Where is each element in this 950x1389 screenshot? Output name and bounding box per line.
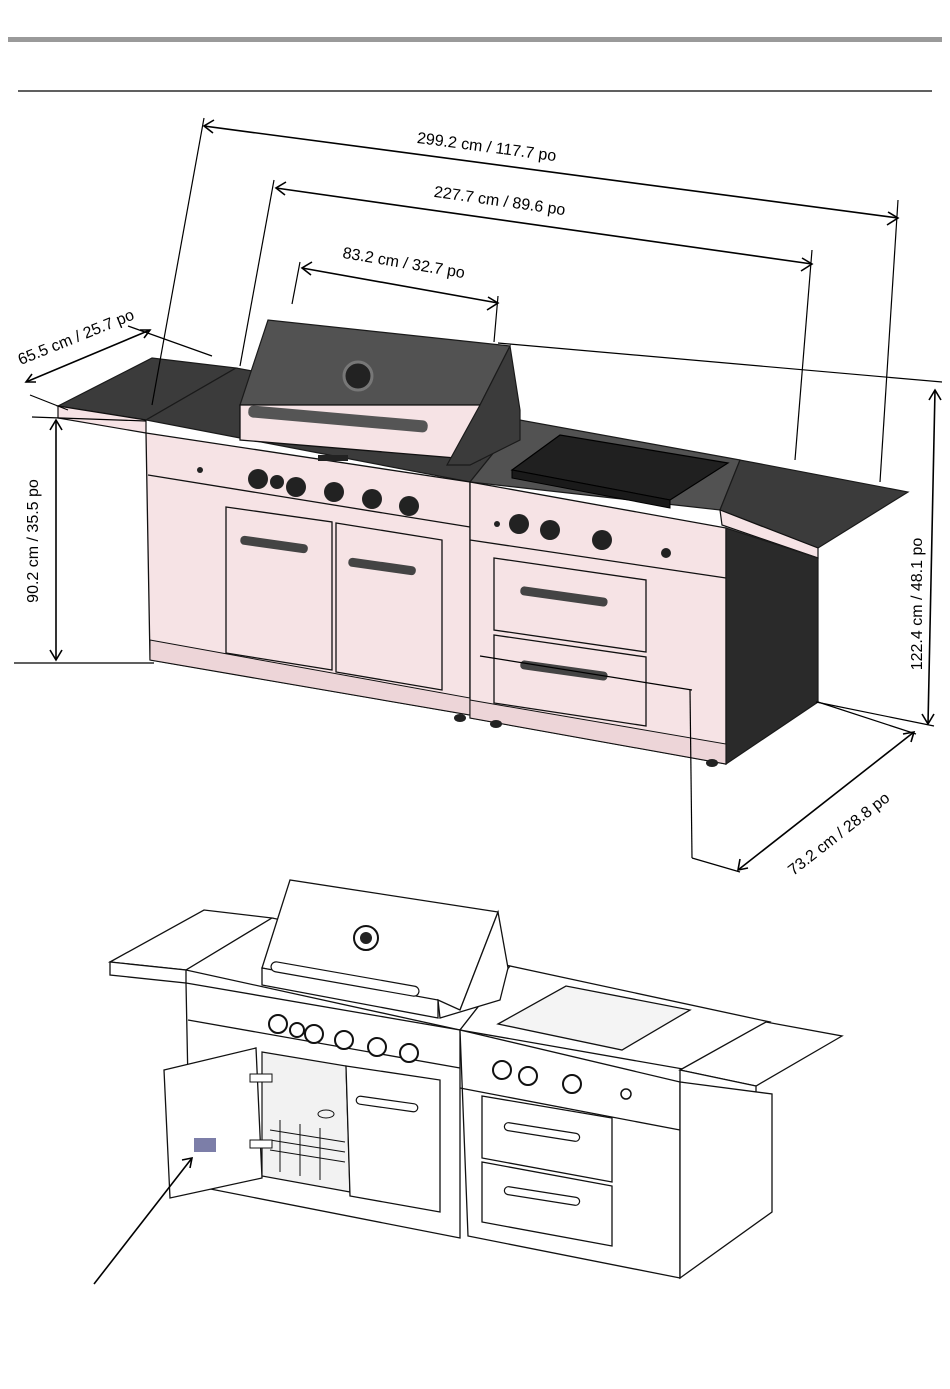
knob[interactable] [362, 489, 382, 509]
grill-hood [240, 320, 520, 465]
igniter-button[interactable] [197, 467, 203, 473]
grill-island-open-door-figure [94, 880, 842, 1284]
thermometer-gauge [344, 362, 372, 390]
left-cabinet-door-2[interactable] [336, 523, 442, 690]
side-burner-knob[interactable] [592, 530, 612, 550]
side-burner-knob[interactable] [540, 520, 560, 540]
cabinet-width-label: 227.7 cm / 89.6 po [433, 184, 567, 219]
hood-width-label: 83.2 cm / 32.7 po [341, 245, 466, 282]
overall-height-label: 122.4 cm / 48.1 po [909, 538, 926, 671]
overall-depth-label: 73.2 cm / 28.8 po [785, 790, 893, 880]
shelf-depth-label: 65.5 cm / 25.7 po [16, 307, 137, 369]
label-pointer-arrow [94, 1158, 192, 1284]
left-cabinet-door-1[interactable] [226, 507, 332, 670]
overall-width-label: 299.2 cm / 117.7 po [416, 130, 557, 165]
knob[interactable] [286, 477, 306, 497]
cabinet-door-closed[interactable] [346, 1066, 440, 1212]
counter-height-label: 90.2 cm / 35.5 po [25, 479, 42, 603]
knob[interactable] [324, 482, 344, 502]
rating-label-plate [194, 1138, 216, 1152]
knob[interactable] [399, 496, 419, 516]
grill-island-dimensioned-figure: 299.2 cm / 117.7 po 227.7 cm / 89.6 po 8… [14, 118, 942, 879]
knob[interactable] [248, 469, 268, 489]
header-rule [8, 37, 942, 42]
knob[interactable] [270, 475, 284, 489]
brand-plate [318, 455, 348, 461]
side-burner-knob[interactable] [509, 514, 529, 534]
right-end-panel [726, 528, 818, 764]
igniter-button[interactable] [661, 548, 671, 558]
cabinet-interior [262, 1052, 350, 1192]
